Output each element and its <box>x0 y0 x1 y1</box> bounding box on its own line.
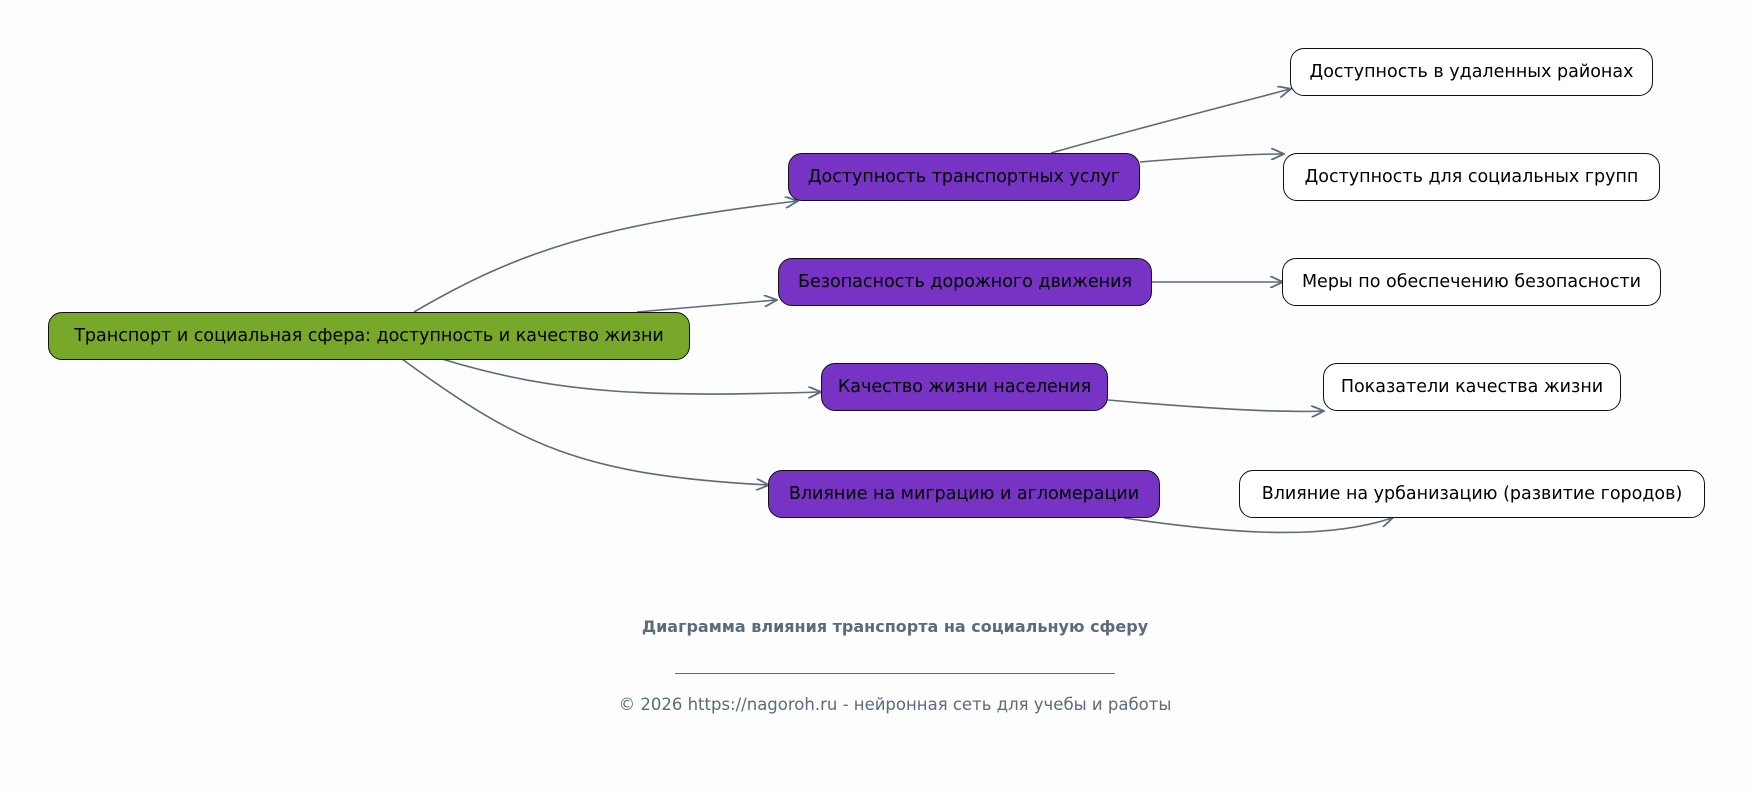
leaf-node-social-groups: Доступность для социальных групп <box>1283 153 1660 201</box>
edge-root-branch3 <box>441 358 820 394</box>
branch-node-quality: Качество жизни населения <box>821 363 1108 411</box>
branch-node-accessibility: Доступность транспортных услуг <box>788 153 1140 201</box>
divider <box>675 673 1115 674</box>
edge-branch1-leaf2 <box>1139 154 1283 163</box>
edge-branch3-leaf4 <box>1107 399 1323 411</box>
branch-node-migration: Влияние на миграцию и агломерации <box>768 470 1160 518</box>
edge-branch4-leaf5 <box>1123 518 1392 534</box>
leaf-node-remote-areas: Доступность в удаленных районах <box>1290 48 1653 96</box>
leaf-node-safety-measures: Меры по обеспечению безопасности <box>1282 258 1661 306</box>
edge-branch1-leaf1 <box>1050 89 1290 154</box>
diagram-title: Диаграмма влияния транспорта на социальн… <box>641 617 1149 636</box>
edge-root-branch4 <box>401 358 768 485</box>
edge-root-branch2 <box>636 300 776 313</box>
leaf-node-quality-indicators: Показатели качества жизни <box>1323 363 1621 411</box>
root-node: Транспорт и социальная сфера: доступност… <box>48 312 690 360</box>
leaf-node-urbanization: Влияние на урбанизацию (развитие городов… <box>1239 470 1705 518</box>
copyright-text: © 2026 https://nagoroh.ru - нейронная се… <box>618 695 1172 714</box>
branch-node-safety: Безопасность дорожного движения <box>778 258 1152 306</box>
edge-root-branch1 <box>413 201 797 313</box>
